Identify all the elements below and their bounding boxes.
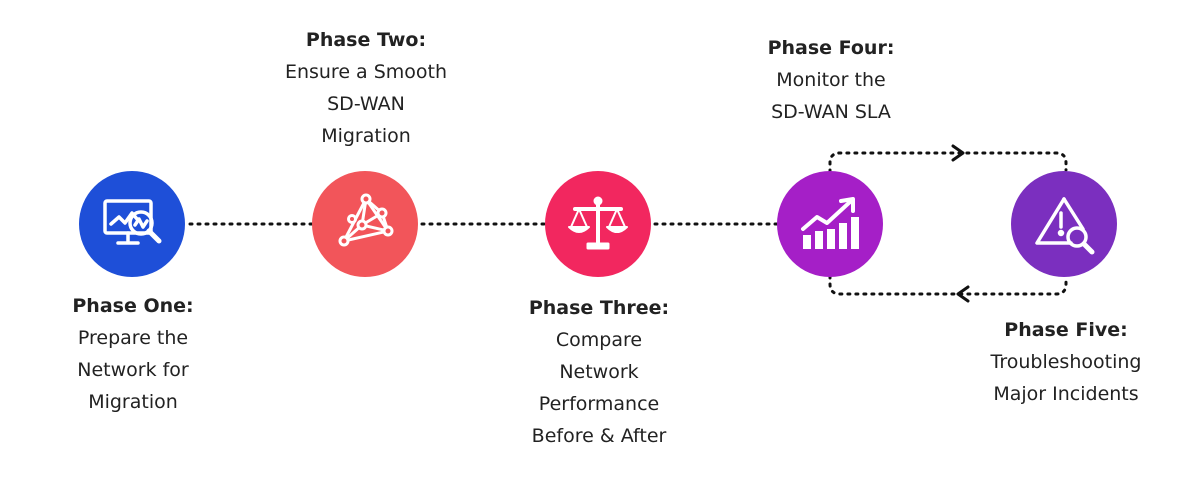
phase-three-circle — [545, 171, 651, 277]
arrow-left-icon — [956, 285, 970, 303]
phase-five-circle — [1011, 171, 1117, 277]
balance-scale-icon — [568, 196, 628, 250]
phase-four-line: SD-WAN SLA — [771, 101, 891, 123]
network-triangle-icon — [338, 193, 394, 247]
phase-one-line: Prepare the — [77, 327, 189, 349]
phase-three-line: Compare — [555, 329, 643, 351]
phase-one-line: Migration — [88, 391, 178, 413]
monitor-magnifier-icon — [103, 199, 162, 245]
phase-five-line: Troubleshooting — [990, 351, 1142, 373]
phase-four-line: Monitor the — [776, 69, 886, 91]
phase-one-circle — [79, 171, 185, 277]
phase-two-caption: Phase Two: Ensure a Smooth SD-WAN Migrat… — [246, 24, 486, 152]
phase-three-line: Performance — [538, 393, 660, 415]
phase-five-caption: Phase Five: Troubleshooting Major Incide… — [946, 314, 1186, 410]
growth-chart-icon — [801, 197, 859, 249]
phase-four-caption: Phase Four: Monitor the SD-WAN SLA — [711, 32, 951, 128]
phase-three-line: Before & After — [531, 425, 667, 447]
phase-three-caption: Phase Three: Compare Network Performance… — [479, 292, 719, 452]
phase-three-line: Network — [559, 361, 639, 383]
phase-four-title: Phase Four: — [767, 37, 895, 59]
arrow-right-icon — [951, 144, 965, 162]
phase-two-line: SD-WAN — [327, 93, 405, 115]
phase-two-circle — [312, 171, 418, 277]
phase-five-line: Major Incidents — [993, 383, 1139, 405]
phase-one-caption: Phase One: Prepare the Network for Migra… — [13, 290, 253, 418]
phase-one-line: Network for — [77, 359, 189, 381]
phase-two-line: Ensure a Smooth — [284, 61, 448, 83]
phase-two-title: Phase Two: — [305, 29, 427, 51]
phase-five-title: Phase Five: — [1004, 319, 1128, 341]
phase-three-title: Phase Three: — [528, 297, 670, 319]
phase-two-line: Migration — [321, 125, 411, 147]
phase-one-title: Phase One: — [72, 295, 194, 317]
warning-magnifier-icon — [1035, 197, 1095, 255]
phase-four-circle — [777, 171, 883, 277]
